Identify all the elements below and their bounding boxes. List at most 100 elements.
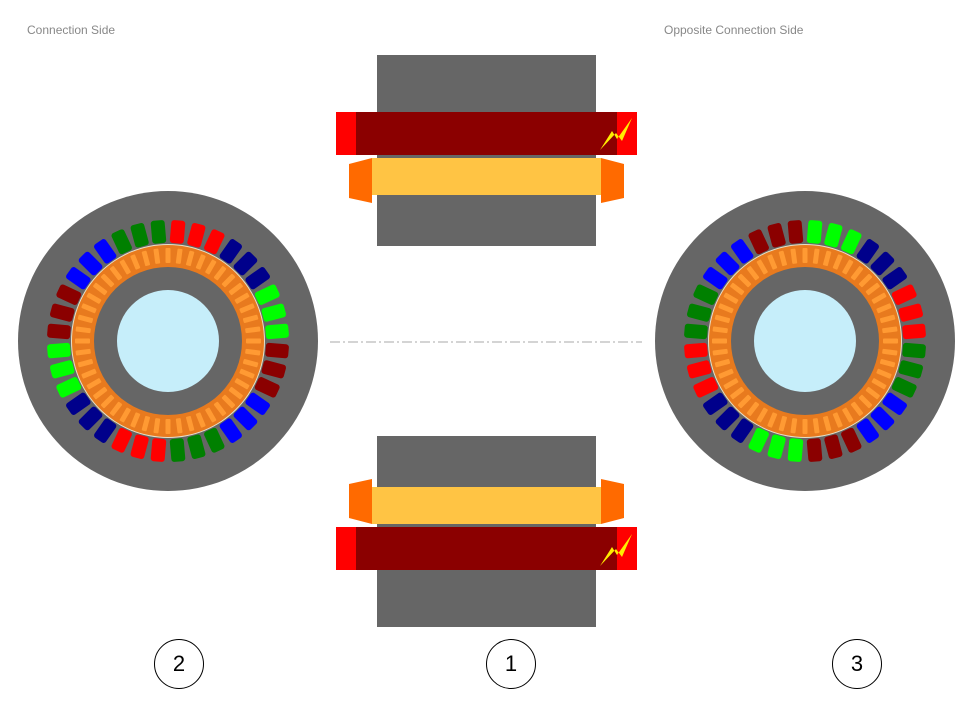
lower-axial-section	[336, 436, 637, 627]
rotor-bar	[221, 273, 236, 288]
right-stator-section	[655, 191, 955, 491]
stator-slot	[856, 239, 879, 264]
stator-slot	[254, 377, 280, 398]
rotor-bar	[245, 326, 261, 334]
stator-slot	[150, 438, 167, 462]
stator-slot	[49, 360, 75, 379]
stator-slot	[56, 284, 82, 305]
stator-slot	[78, 251, 103, 276]
stator-slot	[902, 323, 926, 340]
stator-slot	[767, 434, 786, 460]
rotor-bar	[790, 418, 798, 434]
stator-slot	[891, 377, 917, 398]
rotor-bar	[842, 259, 854, 275]
rotor-bar	[205, 259, 217, 275]
upper-axial-section	[336, 55, 637, 246]
rotor-bar	[714, 358, 731, 368]
rotor-bar	[109, 266, 123, 281]
rotor-bar	[802, 248, 808, 263]
stator-slot	[686, 303, 712, 322]
stator-slot	[245, 392, 270, 415]
rotor-bar	[712, 326, 728, 334]
stator-slot	[169, 220, 186, 244]
end-ring-right	[601, 158, 624, 203]
stator-slot	[233, 406, 258, 431]
rotor-bar	[165, 248, 171, 263]
rotor-bar	[746, 401, 760, 416]
rotor-bar	[81, 303, 97, 314]
rotor-bar	[876, 368, 892, 379]
rotor-bar	[234, 292, 250, 304]
stator-slot	[254, 284, 280, 305]
rotor-bar	[737, 394, 752, 409]
fault-spark-icon	[600, 534, 632, 566]
stator-slot	[111, 229, 132, 255]
stator-slot	[841, 427, 862, 453]
rotor-bar	[175, 418, 183, 434]
stator-slot	[56, 377, 82, 398]
rotor-bar	[81, 368, 97, 379]
rotor-bar	[228, 386, 243, 400]
stator-slot	[898, 360, 924, 379]
rotor-bar	[842, 407, 854, 423]
rotor-bar	[141, 415, 151, 432]
stator-slot	[767, 222, 786, 248]
winding-body	[356, 527, 617, 570]
end-ring-left	[349, 158, 372, 203]
rotor-bar	[883, 338, 898, 344]
rotor-bar	[723, 292, 739, 304]
stator-slot	[187, 222, 206, 248]
stator-slot	[66, 392, 91, 415]
rotor-bar	[242, 358, 259, 368]
stator-slot	[261, 303, 287, 322]
rotor-bar	[871, 292, 887, 304]
stator-slot	[111, 427, 132, 453]
stator-slot	[693, 284, 719, 305]
rotor-bar	[723, 378, 739, 390]
marker-1: 1	[486, 639, 536, 689]
rotor-bar	[865, 282, 880, 296]
rotor-bar	[100, 394, 115, 409]
rotor-bar	[213, 401, 227, 416]
rotor-bar	[730, 282, 745, 296]
rotor-bar	[77, 358, 94, 368]
rotor-bar	[75, 338, 90, 344]
rotor-bar	[130, 254, 141, 270]
rotor-bar	[832, 254, 843, 270]
rotor-bar	[119, 407, 131, 423]
rotor-bar	[865, 386, 880, 400]
rotor-bar	[153, 248, 161, 264]
stator-slot	[169, 438, 186, 462]
rotor-bar	[737, 273, 752, 288]
rotor-bar	[767, 254, 778, 270]
rotor-bar	[185, 415, 195, 432]
stator-slot	[856, 418, 879, 443]
stator-slot	[748, 229, 769, 255]
end-ring-right	[601, 479, 624, 524]
rotor-bar	[876, 303, 892, 314]
end-ring-left	[349, 479, 372, 524]
stator-slot	[219, 418, 242, 443]
stator-slot	[806, 220, 823, 244]
rotor-bar	[86, 292, 102, 304]
rotor-bar	[234, 378, 250, 390]
rotor-bar	[882, 326, 898, 334]
stator-slot	[703, 392, 728, 415]
rotor-bar	[239, 368, 255, 379]
stator-slot	[265, 342, 289, 359]
rotor-bar	[245, 348, 261, 356]
stator-slot	[130, 434, 149, 460]
rotor-bar	[850, 401, 864, 416]
rotor-bar	[221, 394, 236, 409]
stator-slot	[94, 239, 117, 264]
stator-slot	[902, 342, 926, 359]
stator-slot	[731, 239, 754, 264]
rotor-bar	[712, 338, 727, 344]
rotor-bar	[802, 419, 808, 434]
stator-slot	[891, 284, 917, 305]
rotor-bar	[246, 338, 261, 344]
marker-2: 2	[154, 639, 204, 689]
stator-slot	[204, 229, 225, 255]
rotor-bar	[239, 303, 255, 314]
